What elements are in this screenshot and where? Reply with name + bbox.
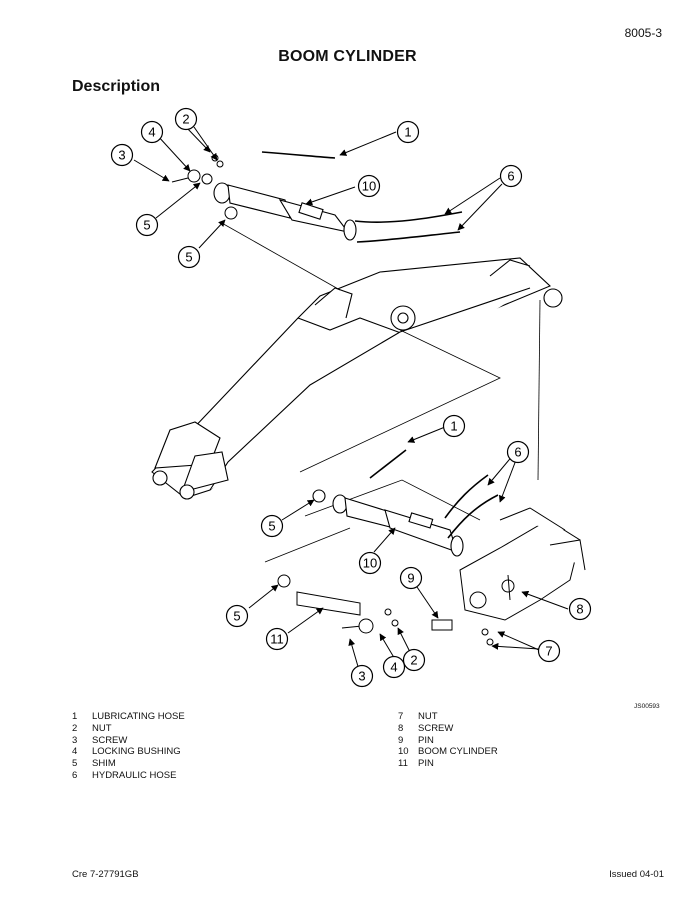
upper-hoses bbox=[261, 151, 463, 243]
footer-issue-date: Issued 04-01 bbox=[609, 869, 664, 880]
callout-5-lower-a: 5 bbox=[260, 514, 284, 538]
callout-10-upper: 10 bbox=[357, 174, 381, 198]
callout-10-lower: 10 bbox=[358, 551, 382, 575]
callout-1-upper: 1 bbox=[396, 120, 420, 144]
svg-text:1: 1 bbox=[404, 125, 411, 140]
callout-1-lower: 1 bbox=[442, 414, 466, 438]
part-row: 8 SCREW bbox=[398, 723, 498, 735]
part-row: 10 BOOM CYLINDER bbox=[398, 746, 498, 758]
callout-5-upper-a: 5 bbox=[135, 213, 159, 237]
svg-text:4: 4 bbox=[148, 125, 155, 140]
svg-text:3: 3 bbox=[358, 669, 365, 684]
callout-11-lower: 11 bbox=[265, 627, 289, 651]
part-number: 10 bbox=[398, 746, 409, 758]
part-label: NUT bbox=[418, 711, 438, 722]
callout-leaders bbox=[133, 126, 569, 671]
part-label: LOCKING BUSHING bbox=[92, 746, 181, 758]
callout-balloons: 1 2 3 4 5 5 6 10 1 6 5 10 9 8 5 11 2 4 3… bbox=[110, 107, 592, 688]
callout-3-lower: 3 bbox=[350, 664, 374, 688]
callout-9-lower: 9 bbox=[399, 566, 423, 590]
callout-8-lower: 8 bbox=[568, 597, 592, 621]
svg-text:2: 2 bbox=[410, 653, 417, 668]
callout-2-lower: 2 bbox=[402, 648, 426, 672]
callout-5-upper-b: 5 bbox=[177, 245, 201, 269]
part-row: 7 NUT bbox=[398, 711, 498, 723]
svg-text:3: 3 bbox=[118, 148, 125, 163]
part-label: LUBRICATING HOSE bbox=[92, 711, 185, 722]
part-label: SCREW bbox=[92, 734, 128, 746]
part-row: 9 PIN bbox=[398, 735, 498, 747]
svg-text:10: 10 bbox=[363, 556, 377, 571]
callout-7-lower: 7 bbox=[537, 639, 561, 663]
part-label: PIN bbox=[418, 758, 434, 770]
drawing-reference: JS00593 bbox=[634, 703, 660, 710]
footer-document-code: Cre 7-27791GB bbox=[72, 869, 139, 880]
part-number: 1 bbox=[72, 711, 78, 722]
part-label: SHIM bbox=[92, 758, 116, 770]
part-number: 4 bbox=[72, 746, 78, 758]
part-row: 6 HYDRAULIC HOSE bbox=[72, 770, 185, 782]
svg-text:5: 5 bbox=[185, 250, 192, 265]
frame-bracket bbox=[459, 507, 586, 621]
callout-5-lower-b: 5 bbox=[225, 604, 249, 628]
part-label: HYDRAULIC HOSE bbox=[92, 769, 177, 781]
svg-text:2: 2 bbox=[182, 112, 189, 127]
callout-6-upper: 6 bbox=[499, 164, 523, 188]
part-row: 2 NUT bbox=[72, 723, 185, 735]
part-label: SCREW bbox=[418, 722, 454, 734]
upper-cylinder bbox=[213, 182, 357, 241]
part-row: 5 SHIM bbox=[72, 758, 185, 770]
part-number: 6 bbox=[72, 769, 78, 781]
svg-text:6: 6 bbox=[507, 169, 514, 184]
part-row: 4 LOCKING BUSHING bbox=[72, 746, 185, 758]
lower-hoses bbox=[369, 449, 499, 539]
part-number: 8 bbox=[398, 722, 404, 734]
callout-4-lower: 4 bbox=[382, 655, 406, 679]
callout-4-upper: 4 bbox=[140, 120, 164, 144]
callout-6-lower: 6 bbox=[506, 440, 530, 464]
svg-text:5: 5 bbox=[233, 609, 240, 624]
page-title: BOOM CYLINDER bbox=[278, 48, 417, 65]
svg-text:7: 7 bbox=[545, 644, 552, 659]
part-label: NUT bbox=[92, 722, 112, 734]
part-number: 3 bbox=[72, 734, 78, 746]
part-row: 11 PIN bbox=[398, 758, 498, 770]
part-number: 11 bbox=[398, 758, 408, 770]
svg-text:8: 8 bbox=[576, 602, 583, 617]
svg-text:5: 5 bbox=[268, 519, 275, 534]
svg-text:1: 1 bbox=[450, 419, 457, 434]
part-label: PIN bbox=[418, 734, 434, 746]
lower-small-parts bbox=[277, 574, 511, 646]
exploded-view-drawing: 1 2 3 4 5 5 6 10 1 6 5 10 9 8 5 11 2 4 3… bbox=[110, 107, 592, 688]
svg-text:6: 6 bbox=[514, 445, 521, 460]
part-number: 5 bbox=[72, 758, 78, 770]
svg-text:5: 5 bbox=[143, 218, 150, 233]
part-number: 2 bbox=[72, 722, 78, 734]
svg-text:11: 11 bbox=[270, 632, 284, 647]
page-number: 8005-3 bbox=[624, 26, 662, 40]
part-number: 9 bbox=[398, 734, 404, 746]
svg-text:10: 10 bbox=[362, 179, 376, 194]
svg-text:4: 4 bbox=[390, 660, 397, 675]
part-row: 1 LUBRICATING HOSE bbox=[72, 711, 185, 723]
part-row: 3 SCREW bbox=[72, 735, 185, 747]
callout-2-upper: 2 bbox=[174, 107, 198, 131]
boom-arm bbox=[151, 257, 563, 500]
section-heading: Description bbox=[72, 78, 161, 95]
part-label: BOOM CYLINDER bbox=[418, 746, 498, 758]
callout-3-upper: 3 bbox=[110, 143, 134, 167]
part-number: 7 bbox=[398, 711, 404, 722]
parts-column-left: 1 LUBRICATING HOSE 2 NUT 3 SCREW 4 LOCKING B… bbox=[72, 711, 185, 782]
svg-text:9: 9 bbox=[407, 571, 414, 586]
